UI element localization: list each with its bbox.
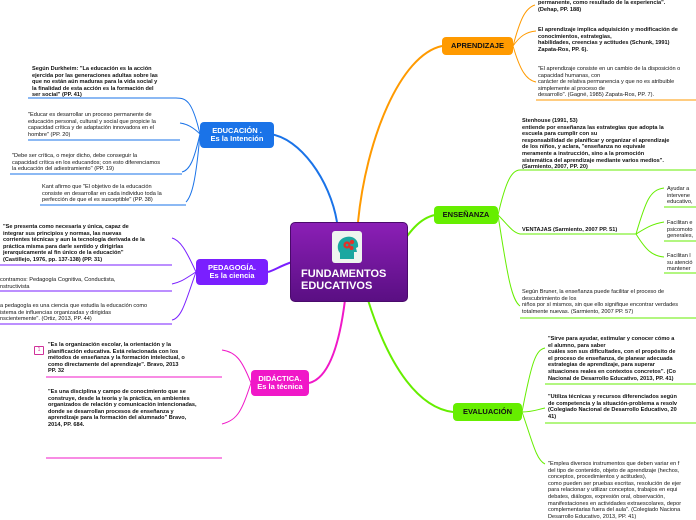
branch-ensenanza[interactable]: ENSEÑANZA [434, 206, 498, 224]
note-evaluacion-3[interactable]: "Emplea diversos instrumentos que deben … [548, 461, 682, 520]
note-evaluacion-1[interactable]: "Sirve para ayudar, estimular y conocer … [548, 336, 676, 382]
note-educacion-2[interactable]: "Educar es desarrollar un proceso perman… [28, 112, 156, 138]
note-ensenanza-bruner[interactable]: Según Bruner, la enseñanza puede facilit… [522, 289, 679, 315]
note-educacion-durkheim[interactable]: Según Durkheim: "La educación es la acci… [32, 66, 158, 99]
central-topic[interactable]: FUNDAMENTOS EDUCATIVOS [290, 222, 408, 302]
note-didactica-1[interactable]: "Es la organización escolar, la orientac… [48, 342, 185, 375]
note-aprendizaje-2[interactable]: El aprendizaje implica adquisición y mod… [538, 27, 678, 53]
branch-evaluacion[interactable]: EVALUACIÓN [453, 403, 522, 421]
note-ventaja-3[interactable]: Facilitan l su atenció mantener [667, 253, 693, 273]
branch-aprendizaje[interactable]: APRENDIZAJE [442, 37, 513, 55]
note-pedagogia-2[interactable]: contramos: Pedagogía Cognitiva, Conducti… [0, 277, 116, 290]
branch-educacion[interactable]: EDUCACIÓN . Es la Intención [200, 122, 274, 148]
brain-gears-icon [337, 236, 359, 259]
note-aprendizaje-1[interactable]: permanente, como resultado de la experie… [538, 0, 666, 13]
branch-pedagogia[interactable]: PEDAGOGÍA. Es la ciencia [196, 259, 268, 285]
central-title: FUNDAMENTOS EDUCATIVOS [301, 268, 387, 292]
note-pedagogia-1[interactable]: "Se presenta como necesaria y única, cap… [3, 224, 145, 263]
note-pedagogia-3[interactable]: a pedagogía es una ciencia que estudia l… [0, 303, 148, 323]
note-ensenanza-stenhouse[interactable]: Stenhouse (1991, 53) entiende por enseña… [522, 118, 670, 171]
note-aprendizaje-3[interactable]: "El aprendizaje consiste en un cambio de… [538, 66, 681, 99]
note-evaluacion-2[interactable]: "Utiliza técnicas y recursos diferenciad… [548, 394, 678, 420]
note-didactica-2[interactable]: "Es una disciplina y campo de conocimien… [48, 389, 197, 428]
branch-didactica[interactable]: DIDÁCTICA. Es la técnica [251, 370, 309, 396]
note-ensenanza-ventajas[interactable]: VENTAJAS (Sarmiento, 2007 PP. 51) [522, 227, 618, 233]
note-educacion-kant[interactable]: Kant afirmo que "El objetivo de la educa… [42, 184, 162, 204]
note-ventaja-1[interactable]: Ayudar a intervene educativo, [667, 186, 693, 206]
note-ventaja-2[interactable]: Facilitan e psicomoto generales, [667, 220, 694, 240]
note-educacion-3[interactable]: "Debe ser crítica, o mejor dicho, debe c… [12, 153, 161, 173]
comment-count-badge[interactable]: 1 [34, 346, 44, 355]
comment-count: 1 [37, 347, 41, 353]
